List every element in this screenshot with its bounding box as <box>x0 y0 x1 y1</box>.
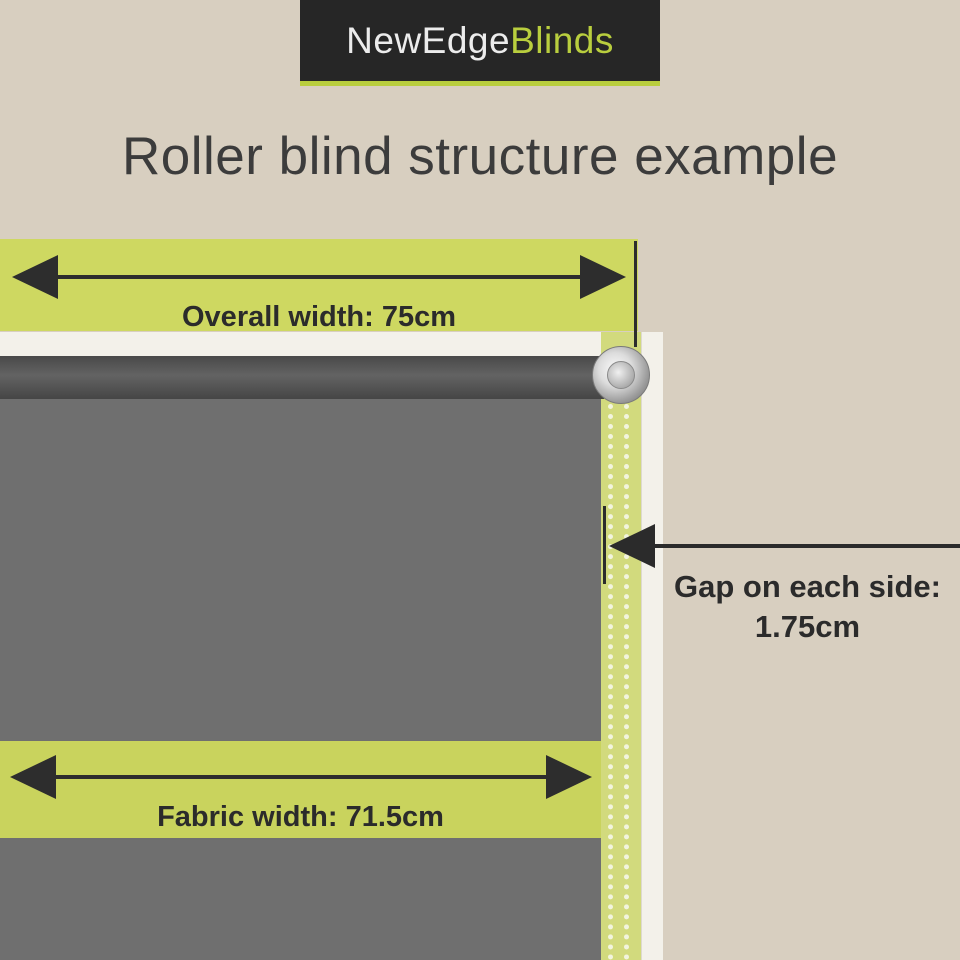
gap-leader-line <box>655 544 960 548</box>
gap-label-line1: Gap on each side: <box>673 569 941 604</box>
gap-arrowhead-left-icon <box>609 524 655 568</box>
window-frame-top <box>0 332 663 357</box>
overall-width-banner <box>0 239 638 331</box>
gap-boundary-tick <box>603 506 606 584</box>
overall-width-boundary-line <box>634 241 637 347</box>
roller-tube <box>0 356 604 399</box>
arrow-shaft <box>46 775 556 779</box>
blind-fabric-panel <box>0 399 601 960</box>
gap-label: Gap on each side: 1.75cm <box>660 567 955 648</box>
window-frame-right <box>641 332 663 960</box>
logo-box: NewEdgeBlinds <box>300 0 660 86</box>
gap-label-line2: 1.75cm <box>754 609 861 645</box>
fabric-width-label: Fabric width: 71.5cm <box>157 801 444 833</box>
brand-name-primary: NewEdge <box>346 19 511 61</box>
gap-highlight-strip <box>601 332 641 960</box>
ball-chain-back <box>624 404 629 960</box>
bracket-end-cap <box>592 346 650 404</box>
arrowhead-right-icon <box>546 755 592 799</box>
fabric-width-banner <box>0 741 601 838</box>
overall-width-arrow <box>12 255 626 299</box>
bracket-end-cap-hub <box>607 361 635 389</box>
brand-name-accent: Blinds <box>510 19 614 61</box>
arrow-shaft <box>48 275 590 279</box>
overall-width-label: Overall width: 75cm <box>182 301 456 333</box>
fabric-width-arrow <box>10 755 592 799</box>
ball-chain-front <box>608 404 613 960</box>
page-title: Roller blind structure example <box>121 127 839 186</box>
brand-logo: NewEdgeBlinds <box>346 20 614 62</box>
arrowhead-right-icon <box>580 255 626 299</box>
